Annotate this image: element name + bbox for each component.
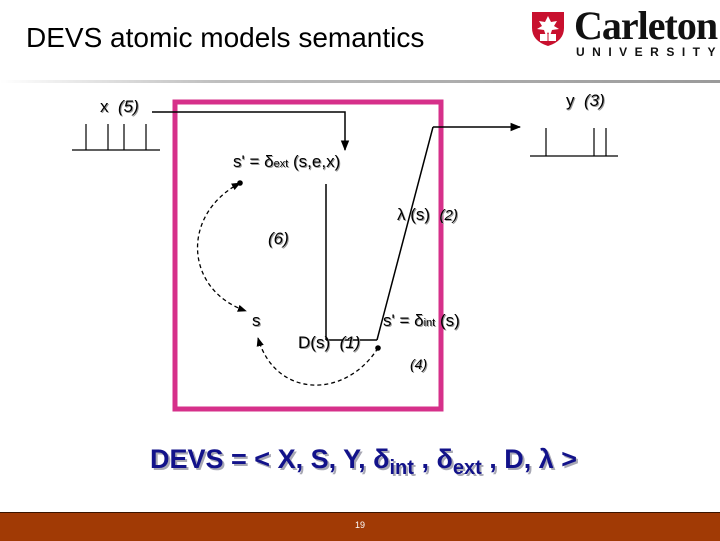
input-label: x (5)	[100, 97, 139, 116]
output-label: y (3)	[566, 91, 605, 110]
time-advance-label: D(s) (1)	[298, 333, 361, 352]
state-dot-ext	[237, 180, 243, 186]
input-queue	[72, 124, 160, 151]
external-transition-label: s' = δext (s,e,x)	[233, 152, 341, 171]
input-event-arrow	[152, 111, 350, 152]
output-queue	[530, 128, 618, 157]
internal-transition-label: s' = δint (s)	[383, 311, 460, 330]
output-function-label: λ (s) (2)	[397, 205, 458, 224]
state-dot-int	[375, 345, 381, 351]
slide-number: 19	[354, 520, 365, 530]
university-logo-subtitle: UNIVERSITY	[576, 45, 720, 59]
internal-transition-dashed-arrow	[256, 337, 379, 386]
output-transition-line	[376, 126, 434, 341]
step-4-label: (4)	[410, 356, 428, 372]
devs-formula: DEVS = < X, S, Y, δint , δext , D, λ >	[150, 444, 578, 479]
external-transition-dashed-arrow	[196, 182, 247, 312]
university-shield-icon	[528, 8, 568, 48]
atomic-model-box	[172, 99, 444, 412]
step-6-label: (6)	[268, 229, 289, 248]
slide-title: DEVS atomic models semantics	[26, 22, 425, 53]
university-logo-name: Carleton	[574, 3, 718, 48]
footer-bar	[0, 512, 720, 541]
title-divider	[0, 80, 720, 83]
state-s-label: s	[252, 311, 261, 330]
